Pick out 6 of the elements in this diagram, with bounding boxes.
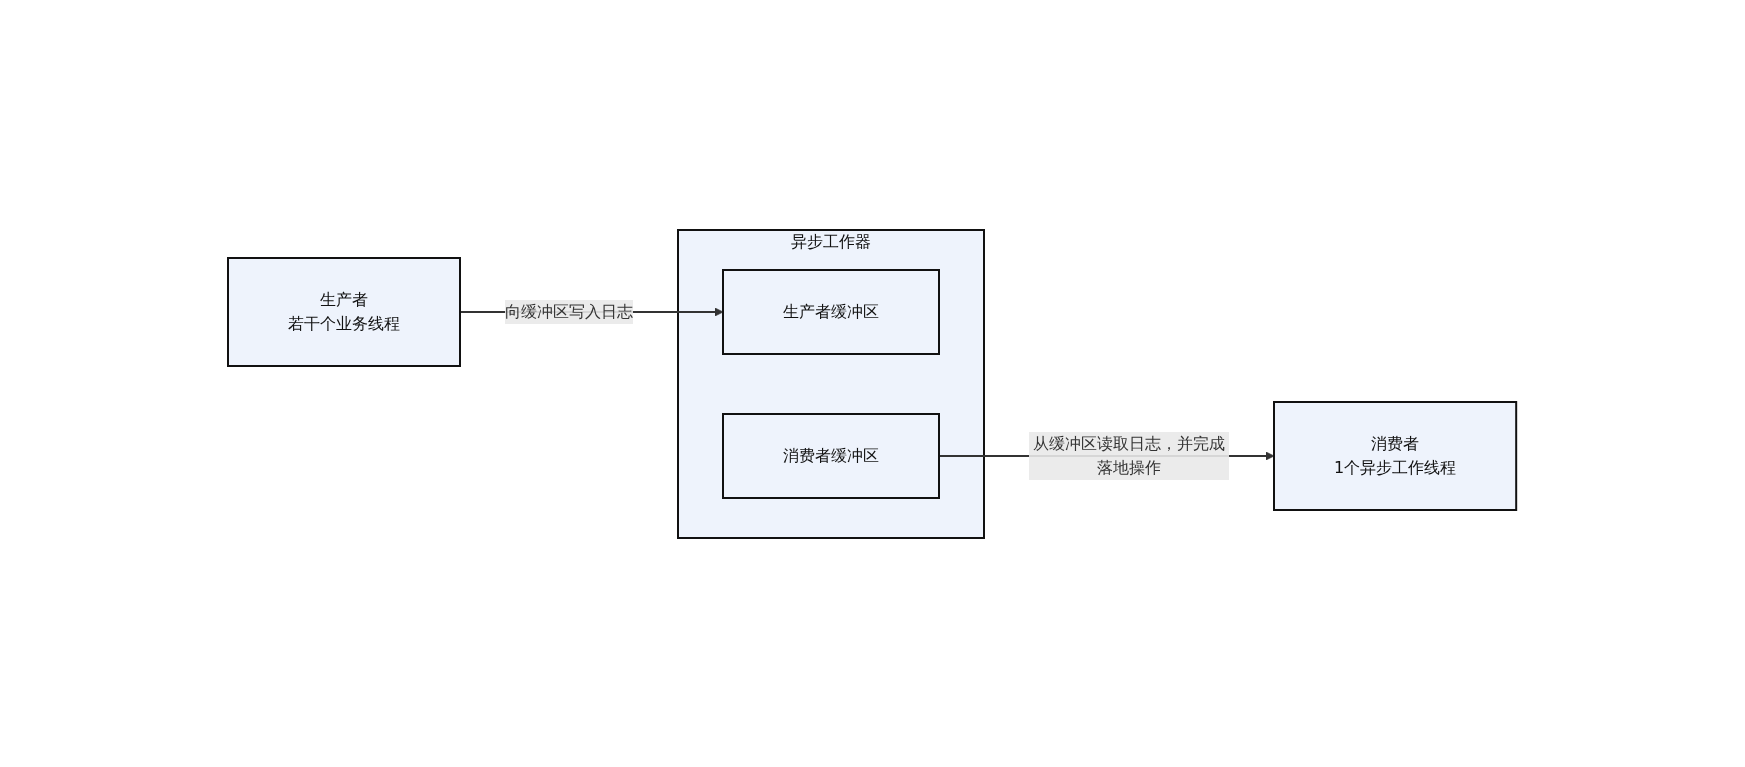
node-box: 消费者 1个异步工作线程: [1273, 400, 1518, 511]
edge-label: 从缓冲区读取日志，并完成落地操作: [1033, 433, 1226, 477]
node-box: 消费者缓冲区: [722, 412, 941, 499]
edge-label: 向缓冲区写入日志: [505, 301, 634, 321]
node-box: 生产者缓冲区: [722, 268, 941, 355]
node-box: 生产者 若干个业务线程: [227, 256, 462, 367]
